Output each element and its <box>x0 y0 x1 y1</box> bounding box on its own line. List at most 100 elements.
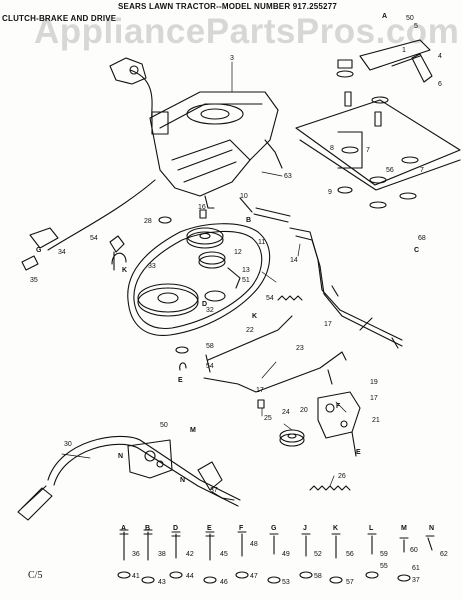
rear-shaft-assembly <box>47 435 241 507</box>
hw-num-59: 59 <box>380 551 388 558</box>
callout-58: 58 <box>206 343 214 350</box>
hw-letter-m: M <box>401 525 407 532</box>
hw-num-38: 38 <box>158 551 166 558</box>
callout-21: 21 <box>372 417 380 424</box>
drive-belt <box>127 223 271 336</box>
hw-letter-g: G <box>271 525 277 532</box>
callout-54-a: 54 <box>266 295 274 302</box>
hw-num-58: 58 <box>314 573 322 580</box>
tag-k: K <box>122 267 127 274</box>
right-frame-bracket <box>295 39 461 209</box>
hw-num-46: 46 <box>220 579 228 586</box>
hw-letter-d: D <box>173 525 178 532</box>
brake-bracket <box>317 391 361 457</box>
callout-33: 33 <box>148 263 156 270</box>
callout-30: 30 <box>64 441 72 448</box>
brake-pulley <box>279 429 305 447</box>
callout-51: 51 <box>242 277 250 284</box>
hw-num-41: 41 <box>132 573 140 580</box>
tag-n: N <box>118 453 123 460</box>
callout-54-c: 54 <box>206 363 214 370</box>
callout-24: 24 <box>282 409 290 416</box>
hw-letter-f: F <box>239 525 244 532</box>
tag-e: E <box>178 377 183 384</box>
hw-num-53: 53 <box>282 579 290 586</box>
return-spring <box>309 485 351 491</box>
spring <box>277 295 303 301</box>
hw-num-60: 60 <box>410 547 418 554</box>
hw-num-61: 61 <box>412 565 420 572</box>
hw-num-55: 55 <box>380 563 388 570</box>
idler-pulleys <box>186 227 241 302</box>
callout-10: 10 <box>240 193 248 200</box>
callout-28: 28 <box>144 218 152 225</box>
engine <box>149 91 283 209</box>
callout-17-b: 17 <box>256 387 264 394</box>
clutch-shaft <box>289 227 403 349</box>
callout-23: 23 <box>296 345 304 352</box>
hw-num-47: 47 <box>250 573 258 580</box>
hw-letter-k: K <box>333 525 338 532</box>
section-title: CLUTCH-BRAKE AND DRIVE <box>2 14 117 23</box>
tag-e2: E <box>356 449 361 456</box>
clutch-bracket <box>21 227 125 271</box>
callout-5: 5 <box>414 23 418 30</box>
callout-7b: 7 <box>420 167 424 174</box>
callout-6: 6 <box>438 81 442 88</box>
parking-brake-rod <box>203 351 347 393</box>
hw-num-52: 52 <box>314 551 322 558</box>
tag-n2: N <box>180 477 185 484</box>
callout-56: 56 <box>386 167 394 174</box>
diagram-title: SEARS LAWN TRACTOR--MODEL NUMBER 917.255… <box>118 2 338 11</box>
hw-letter-e: E <box>207 525 212 532</box>
callout-34: 34 <box>58 249 66 256</box>
callout-50-b: 50 <box>160 422 168 429</box>
brake-rod <box>239 197 291 223</box>
callout-37: 37 <box>210 487 218 494</box>
brake-rod-long <box>205 315 293 373</box>
callout-32: 32 <box>206 307 214 314</box>
hw-num-44: 44 <box>186 573 194 580</box>
callout-20: 20 <box>300 407 308 414</box>
hardware-bolts <box>119 529 435 561</box>
tag-a: A <box>382 13 387 20</box>
callout-9: 9 <box>328 189 332 196</box>
callout-11: 11 <box>258 239 265 246</box>
callout-26: 26 <box>338 473 346 480</box>
hw-letter-n: N <box>429 525 434 532</box>
letter-tags: G K D K E B A C E M N N F <box>36 13 419 484</box>
callout-54-b: 54 <box>90 235 98 242</box>
callout-4: 4 <box>438 53 442 60</box>
callout-13: 13 <box>242 267 250 274</box>
hw-num-43: 43 <box>158 579 166 586</box>
hw-num-48: 48 <box>250 541 258 548</box>
callout-35: 35 <box>30 277 38 284</box>
tag-c: C <box>414 247 419 254</box>
callout-16: 16 <box>198 204 206 211</box>
tag-m: M <box>190 427 196 434</box>
callout-50: 50 <box>406 15 414 22</box>
callout-63: 63 <box>284 173 292 180</box>
callout-17-c: 17 <box>370 395 378 402</box>
tag-k2: K <box>252 313 257 320</box>
tag-f: F <box>336 403 341 410</box>
hardware-nuts <box>117 571 411 584</box>
clutch-cable <box>47 57 156 251</box>
tag-d: D <box>202 301 207 308</box>
hw-num-62: 62 <box>440 551 448 558</box>
watermark: AppliancePartsPros.com <box>34 12 460 51</box>
callout-19: 19 <box>370 379 378 386</box>
grip-handle <box>17 485 53 521</box>
hardware-small <box>111 209 265 409</box>
hardware-row-labels: A B D E F G J K L M N 36 38 42 45 48 49 … <box>121 525 448 586</box>
callout-12: 12 <box>234 249 242 256</box>
hw-num-37: 37 <box>412 577 420 584</box>
leader-lines <box>61 61 347 487</box>
callout-3: 3 <box>230 55 234 62</box>
footer-code: C/5 <box>28 570 43 581</box>
hw-num-49: 49 <box>282 551 290 558</box>
callout-1: 1 <box>402 47 406 54</box>
callout-14: 14 <box>290 257 298 264</box>
hw-letter-j: J <box>303 525 307 532</box>
